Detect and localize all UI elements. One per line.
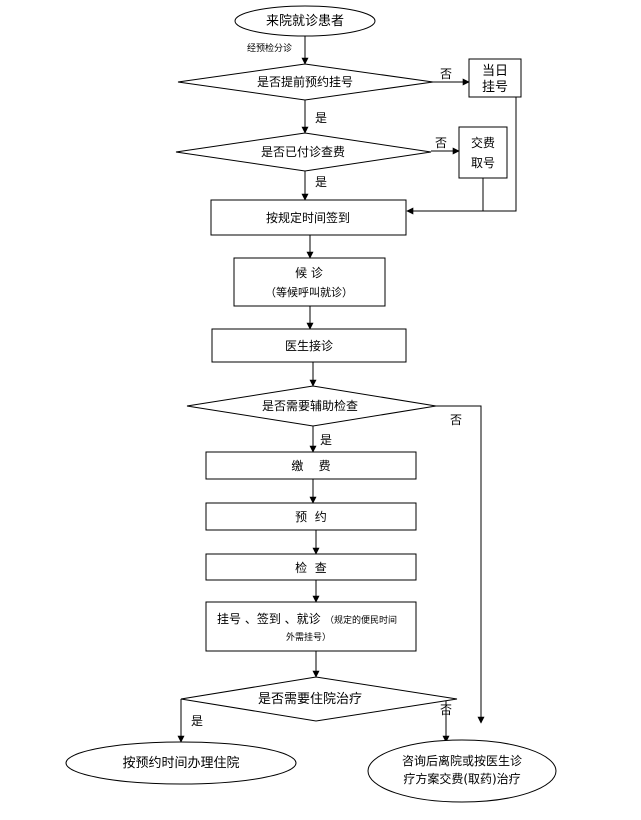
node-start-label: 来院就诊患者	[266, 14, 344, 29]
decision-inpatient: 是否需要住院治疗	[180, 676, 458, 722]
node-register-checkin-visit: 挂号 、签到 、就诊 （规定的便民时间 外需挂号）	[205, 601, 417, 652]
node-exam: 检 查	[205, 553, 417, 581]
node-register-main: 挂号 、签到 、就诊	[217, 611, 321, 626]
decision-paid: 是否已付诊查费	[175, 132, 432, 172]
decision-appointment: 是否提前预约挂号	[177, 63, 434, 101]
edge-q3-no-to-consult	[436, 405, 485, 724]
node-admit: 按预约时间办理住院	[65, 741, 297, 785]
node-consult: 咨询后离院或按医生诊 疗方案交费(取药)治疗	[367, 739, 557, 803]
node-payment: 缴 费	[205, 451, 417, 480]
node-same-day-line2: 挂号	[482, 80, 508, 95]
decision-paid-label: 是否已付诊查费	[261, 145, 345, 159]
label-no-appointment: 否	[440, 67, 452, 81]
node-booking: 预 约	[205, 502, 417, 531]
label-no-inpatient: 否	[440, 703, 452, 717]
node-checkin: 按规定时间签到	[210, 199, 407, 236]
node-waiting: 候 诊 （等候呼叫就诊）	[233, 257, 386, 307]
edge-sameday-to-checkin	[406, 97, 517, 215]
node-pay-line2: 取号	[471, 156, 495, 170]
label-yes-inpatient: 是	[191, 714, 203, 728]
node-register-note2: 外需挂号）	[286, 631, 331, 643]
node-doctor: 医生接诊	[211, 328, 407, 363]
node-waiting-line2: （等候呼叫就诊）	[265, 285, 353, 299]
label-no-aux: 否	[450, 413, 462, 427]
node-waiting-line1: 候 诊	[295, 266, 323, 280]
node-doctor-label: 医生接诊	[285, 338, 333, 353]
label-yes-paid: 是	[315, 175, 327, 189]
node-pay-take-number: 交费 取号	[458, 126, 508, 179]
node-start: 来院就诊患者	[234, 5, 376, 37]
decision-appointment-label: 是否提前预约挂号	[257, 74, 353, 89]
node-booking-label: 预 约	[295, 509, 327, 524]
node-exam-label: 检 查	[295, 560, 327, 575]
decision-inpatient-label: 是否需要住院治疗	[258, 692, 362, 707]
node-consult-line1: 咨询后离院或按医生诊	[402, 753, 522, 768]
edges	[177, 36, 517, 743]
label-yes-appointment: 是	[315, 111, 327, 125]
node-same-day-register: 当日 挂号	[468, 58, 522, 98]
node-payment-label: 缴 费	[291, 458, 330, 473]
node-same-day-line1: 当日	[482, 64, 508, 79]
label-no-paid: 否	[435, 136, 447, 150]
node-checkin-label: 按规定时间签到	[266, 210, 350, 225]
decision-auxiliary-exam: 是否需要辅助检查	[186, 385, 437, 427]
node-admit-label: 按预约时间办理住院	[122, 756, 239, 771]
label-pre-triage: 经预检分诊	[247, 42, 292, 54]
label-yes-aux: 是	[320, 433, 332, 447]
node-consult-line2: 疗方案交费(取药)治疗	[403, 771, 520, 786]
decision-auxiliary-exam-label: 是否需要辅助检查	[262, 398, 358, 413]
node-register-note1: （规定的便民时间	[325, 614, 397, 626]
node-pay-line1: 交费	[471, 135, 495, 150]
